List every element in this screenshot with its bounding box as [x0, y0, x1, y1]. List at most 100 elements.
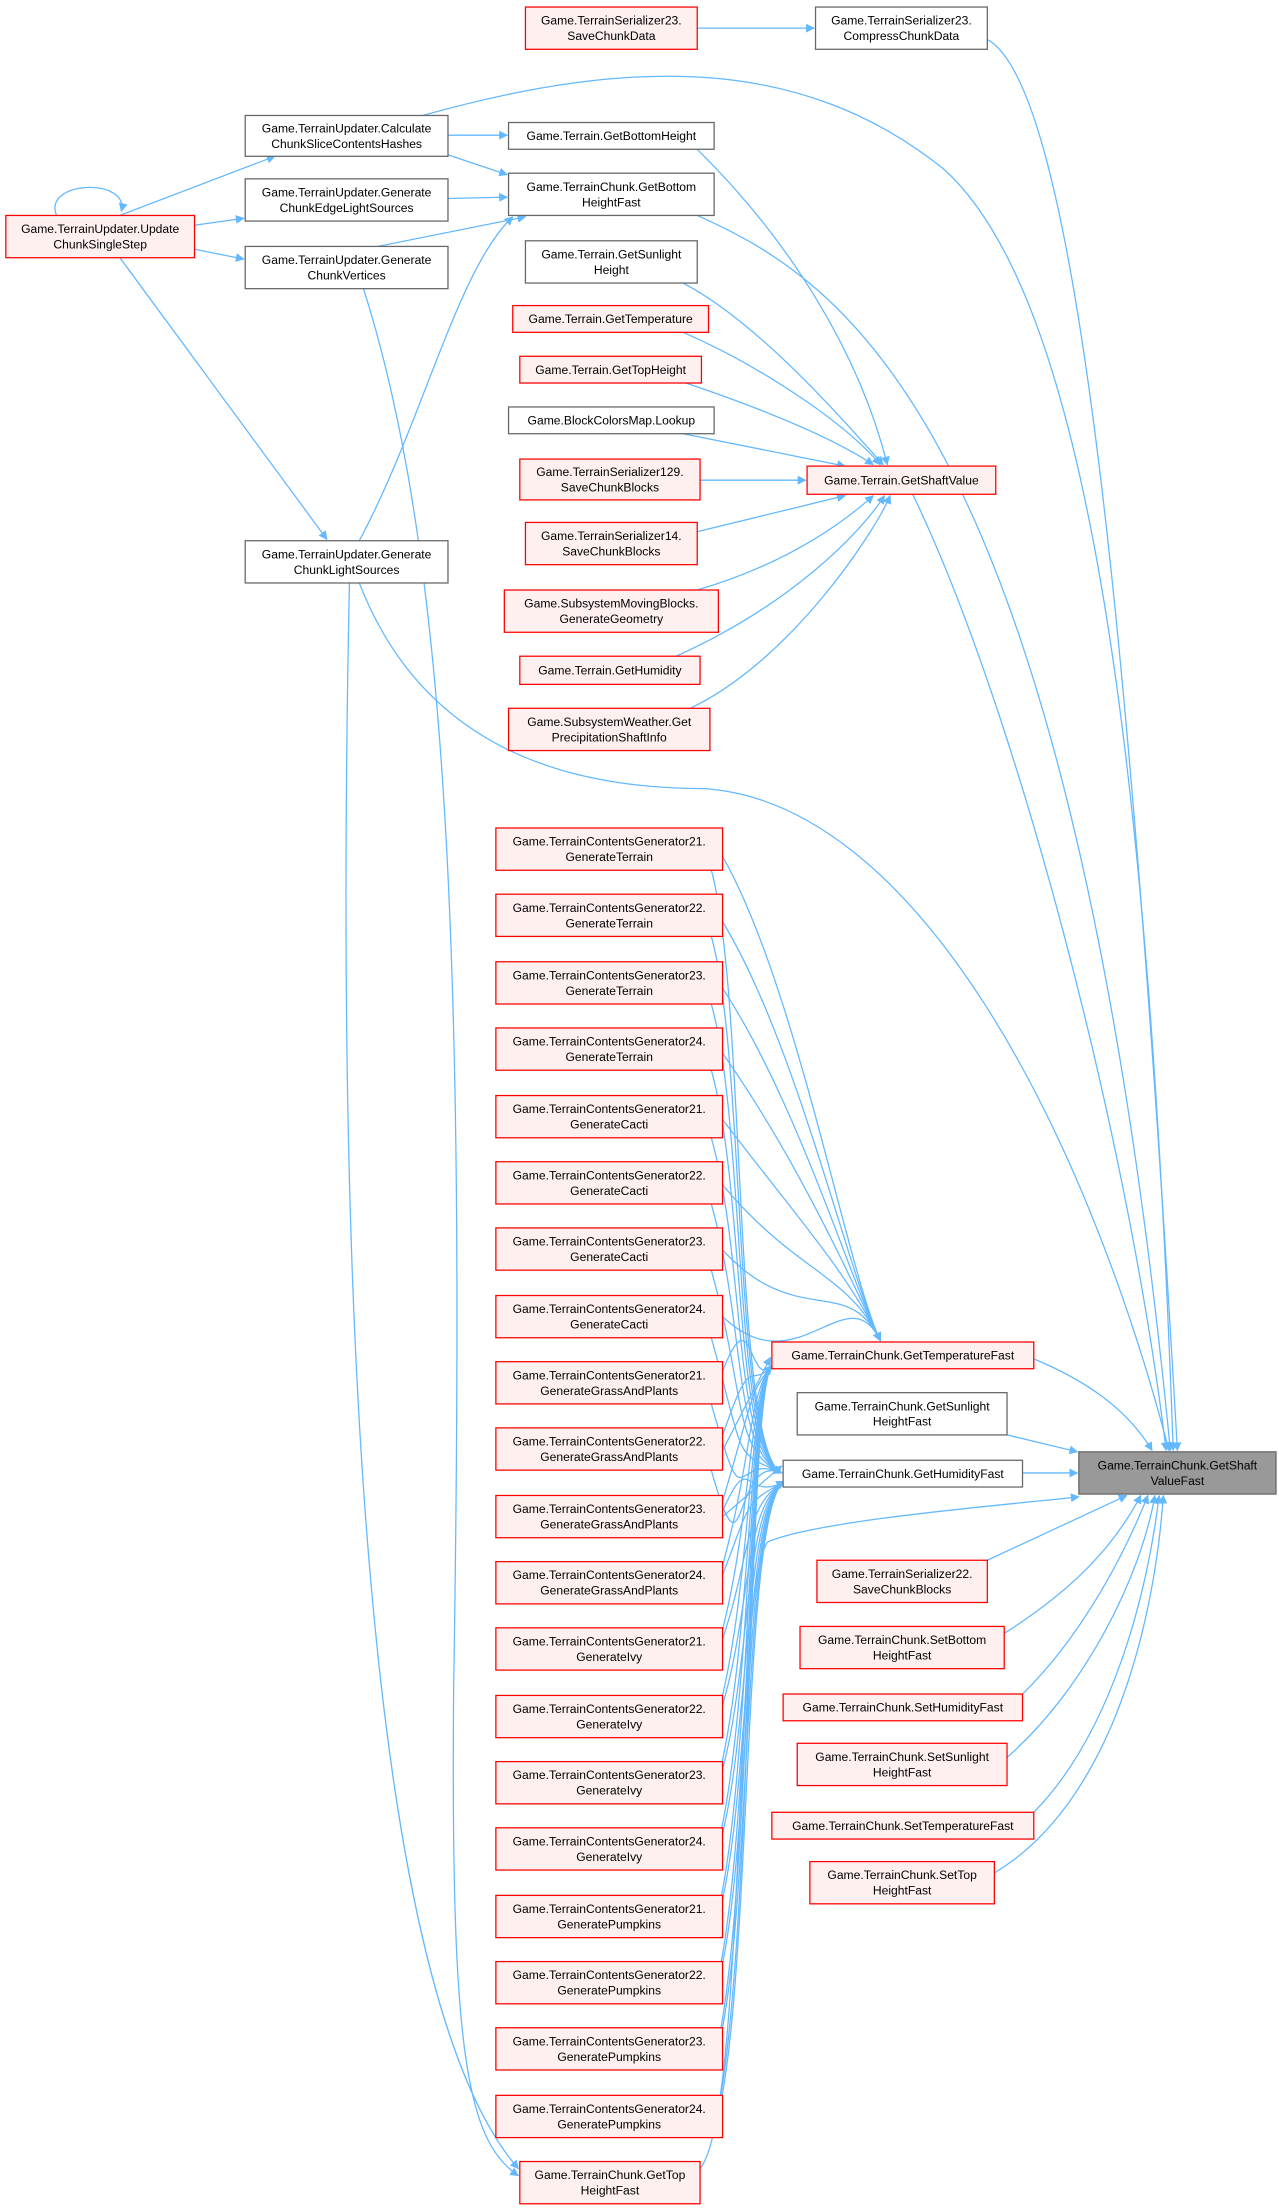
node-label: GenerateTerrain — [565, 916, 653, 930]
function-node[interactable]: Game.TerrainSerializer23.CompressChunkDa… — [814, 6, 988, 50]
node-label: Game.TerrainUpdater.Generate — [262, 185, 432, 199]
function-node[interactable]: Game.TerrainContentsGenerator21.Generate… — [495, 827, 724, 871]
function-node[interactable]: Game.SubsystemMovingBlocks.GenerateGeome… — [503, 589, 719, 633]
node-box — [524, 240, 698, 284]
node-box — [524, 6, 698, 50]
node-label: Game.TerrainUpdater.Generate — [262, 253, 432, 267]
function-node[interactable]: Game.TerrainContentsGenerator22.Generate… — [495, 1694, 724, 1739]
function-node[interactable]: Game.Terrain.GetTemperature — [512, 304, 710, 333]
node-label: HeightFast — [873, 1884, 932, 1898]
function-node[interactable]: Game.TerrainChunk.GetTemperatureFast — [771, 1341, 1035, 1370]
node-box — [495, 1561, 724, 1605]
node-label: Game.TerrainContentsGenerator21. — [513, 1368, 706, 1382]
function-node[interactable]: Game.TerrainContentsGenerator24.Generate… — [495, 1827, 724, 1871]
call-edge — [447, 154, 508, 177]
function-node[interactable]: Game.TerrainUpdater.GenerateChunkLightSo… — [244, 540, 449, 584]
node-box — [495, 2027, 724, 2071]
function-node[interactable]: Game.Terrain.GetBottomHeight — [507, 121, 715, 150]
node-label: CompressChunkData — [844, 29, 960, 43]
node-box — [507, 121, 715, 150]
node-label: Game.TerrainContentsGenerator23. — [513, 1502, 706, 1516]
call-edge — [710, 936, 783, 1474]
call-edge — [1003, 1494, 1142, 1635]
call-edge — [703, 1295, 881, 1342]
function-node[interactable]: Game.TerrainContentsGenerator24.Generate… — [495, 1561, 724, 1605]
function-node[interactable]: Game.TerrainChunk.GetHumidityFast — [782, 1459, 1024, 1488]
function-node[interactable]: Game.TerrainContentsGenerator24.Generate… — [495, 2094, 724, 2139]
node-label: Game.Terrain.GetSunlight — [541, 247, 682, 261]
node-box — [771, 1341, 1035, 1370]
function-node[interactable]: Game.TerrainContentsGenerator23.Generate… — [495, 1760, 724, 1805]
call-edge — [912, 493, 1170, 1452]
node-box — [519, 2160, 701, 2205]
function-node[interactable]: Game.TerrainSerializer23.SaveChunkData — [524, 6, 698, 50]
function-node[interactable]: Game.TerrainUpdater.UpdateChunkSingleSte… — [5, 214, 196, 259]
function-node[interactable]: Game.TerrainContentsGenerator23.Generate… — [495, 961, 724, 1005]
function-node[interactable]: Game.Terrain.GetHumidity — [519, 655, 701, 686]
call-edge — [703, 1027, 881, 1342]
call-edge — [710, 1480, 786, 2138]
function-node[interactable]: Game.Terrain.GetShaftValue — [806, 465, 997, 495]
node-box — [495, 1494, 724, 1539]
function-node[interactable]: Game.TerrainUpdater.GenerateChunkVertice… — [244, 245, 449, 290]
function-node[interactable]: Game.TerrainContentsGenerator22.Generate… — [495, 1960, 724, 2005]
node-label: Game.Terrain.GetTemperature — [529, 312, 693, 326]
node-label: GenerateIvy — [576, 1718, 643, 1732]
node-box — [5, 214, 196, 259]
function-node[interactable]: Game.SubsystemWeather.GetPrecipitationSh… — [507, 707, 711, 752]
call-edge — [682, 282, 884, 466]
node-label: Game.TerrainChunk.GetShaft — [1098, 1458, 1258, 1472]
node-label: SaveChunkBlocks — [561, 480, 659, 494]
call-edge — [447, 192, 509, 202]
function-node[interactable]: Game.TerrainSerializer14.SaveChunkBlocks — [524, 521, 698, 566]
function-node[interactable]: Game.TerrainSerializer22.SaveChunkBlocks — [816, 1559, 988, 1604]
function-node[interactable]: Game.TerrainChunk.SetTemperatureFast — [771, 1811, 1035, 1840]
node-label: HeightFast — [873, 1415, 932, 1429]
node-label: GeneratePumpkins — [557, 1984, 661, 1998]
call-edge — [987, 38, 1182, 1452]
function-node[interactable]: Game.TerrainContentsGenerator23.Generate… — [495, 1227, 724, 1271]
call-edge — [422, 75, 1178, 1452]
function-node[interactable]: Game.TerrainContentsGenerator23.Generate… — [495, 1494, 724, 1539]
node-box — [512, 304, 710, 333]
function-node[interactable]: Game.TerrainContentsGenerator24.Generate… — [495, 1027, 724, 1071]
node-box — [799, 1625, 1005, 1670]
call-edge — [683, 433, 846, 469]
node-label: Game.TerrainContentsGenerator21. — [513, 835, 706, 849]
function-node[interactable]: Game.TerrainSerializer129.SaveChunkBlock… — [519, 458, 701, 501]
function-node[interactable]: Game.TerrainContentsGenerator21.Generate… — [495, 1627, 724, 1671]
function-node[interactable]: Game.TerrainContentsGenerator21.Generate… — [495, 1894, 724, 1939]
call-edge — [1033, 1494, 1163, 1813]
function-node[interactable]: Game.TerrainContentsGenerator23.Generate… — [495, 2027, 724, 2071]
function-node[interactable]: Game.TerrainContentsGenerator22.Generate… — [495, 893, 724, 938]
function-node[interactable]: Game.TerrainUpdater.CalculateChunkSliceC… — [244, 114, 449, 157]
node-box — [495, 1627, 724, 1671]
function-node[interactable]: Game.TerrainContentsGenerator21.Generate… — [495, 1094, 724, 1139]
function-node[interactable]: Game.TerrainContentsGenerator21.Generate… — [495, 1361, 724, 1405]
function-node[interactable]: Game.TerrainUpdater.GenerateChunkEdgeLig… — [244, 178, 449, 222]
call-edge — [682, 331, 881, 466]
function-node[interactable]: Game.TerrainChunk.SetHumidityFast — [782, 1693, 1024, 1722]
node-box — [507, 172, 715, 217]
function-node[interactable]: Game.TerrainContentsGenerator22.Generate… — [495, 1427, 724, 1471]
node-label: Game.TerrainContentsGenerator21. — [513, 1902, 706, 1916]
function-node[interactable]: Game.TerrainContentsGenerator24.Generate… — [495, 1294, 724, 1339]
node-label: Game.TerrainContentsGenerator22. — [513, 1168, 706, 1182]
call-edge — [696, 148, 890, 466]
function-node[interactable]: Game.BlockColorsMap.Lookup — [507, 406, 715, 435]
node-label: GeneratePumpkins — [557, 1917, 661, 1931]
node-box — [519, 458, 701, 501]
node-label: Height — [594, 263, 630, 277]
function-node[interactable]: Game.TerrainContentsGenerator22.Generate… — [495, 1161, 724, 1205]
call-edge — [710, 1480, 786, 1805]
function-node[interactable]: Game.Terrain.GetTopHeight — [519, 355, 703, 384]
node-box — [814, 6, 988, 50]
